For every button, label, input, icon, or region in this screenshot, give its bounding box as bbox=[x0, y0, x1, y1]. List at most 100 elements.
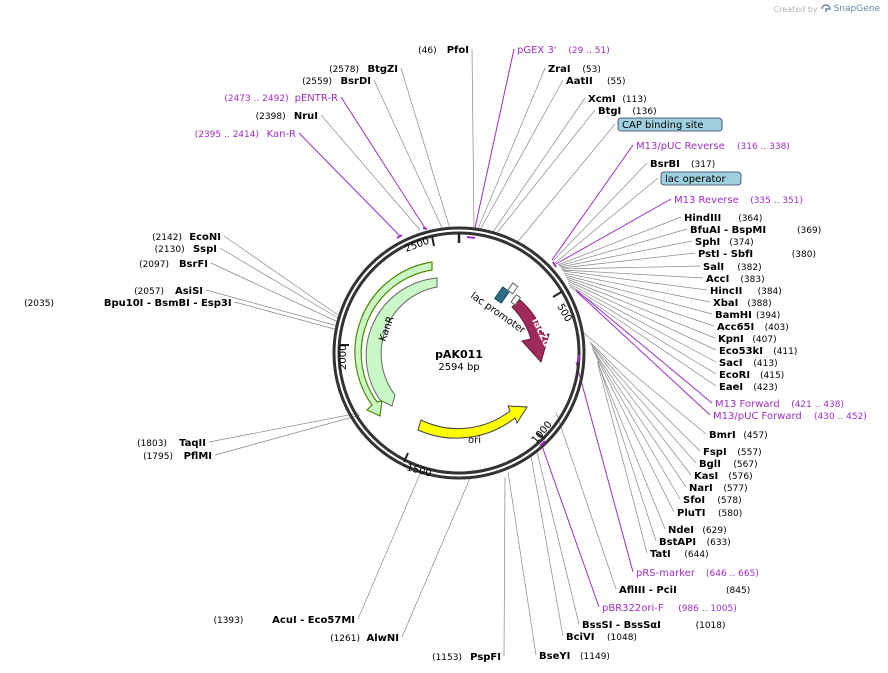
label-name: HindIII bbox=[684, 213, 721, 224]
label-name: FspI bbox=[703, 447, 727, 458]
label-name: M13/pUC Forward bbox=[713, 411, 802, 422]
enzyme-label-xcmi[interactable]: (113)XcmI bbox=[588, 94, 647, 105]
leader-line-bgli bbox=[590, 343, 697, 464]
enzyme-label-pspfi[interactable]: (1153)PspFI bbox=[432, 652, 501, 663]
enzyme-label-bfuai-bspmi[interactable]: (369)BfuAI - BspMI bbox=[690, 225, 821, 236]
enzyme-label-btgi[interactable]: (136)BtgI bbox=[598, 106, 657, 117]
primer-label-kan-r[interactable]: (2395 .. 2414)Kan-R bbox=[195, 129, 296, 140]
label-position: (845) bbox=[726, 586, 750, 596]
leader-line-acc65i bbox=[565, 276, 715, 327]
primer-label-m13-puc-reverse[interactable]: (316 .. 338)M13/pUC Reverse bbox=[636, 141, 790, 152]
enzyme-label-hincii[interactable]: (384)HincII bbox=[710, 286, 782, 297]
label-name: BamHI bbox=[715, 310, 752, 321]
primer-mark-pentr bbox=[422, 227, 428, 230]
label-position: (2142) bbox=[152, 233, 182, 243]
feature-label-cap-binding-site[interactable]: CAP binding site bbox=[617, 117, 723, 132]
enzyme-label-bmri[interactable]: (457)BmrI bbox=[709, 430, 768, 441]
label-position: (578) bbox=[717, 496, 741, 506]
enzyme-label-ecori[interactable]: (415)EcoRI bbox=[719, 370, 784, 381]
enzyme-label-hindiii[interactable]: (364)HindIII bbox=[684, 213, 762, 224]
enzyme-label-bgli[interactable]: (567)BglI bbox=[699, 459, 758, 470]
enzyme-label-alwni[interactable]: (1261)AlwNI bbox=[330, 633, 399, 644]
enzyme-label-bamhi[interactable]: (394)BamHI bbox=[715, 310, 780, 321]
enzyme-label-fspi[interactable]: (557)FspI bbox=[703, 447, 762, 458]
label-position: (576) bbox=[728, 472, 752, 482]
enzyme-label-sphi[interactable]: (374)SphI bbox=[695, 237, 754, 248]
enzyme-label-kpni[interactable]: (407)KpnI bbox=[718, 334, 777, 345]
label-name: BtgZI bbox=[367, 64, 398, 75]
enzyme-label-acc65i[interactable]: (403)Acc65I bbox=[717, 322, 789, 333]
label-name: BssSI - BssSαI bbox=[582, 620, 661, 631]
enzyme-label-sfoi[interactable]: (578)SfoI bbox=[683, 495, 742, 506]
enzyme-label-pluti[interactable]: (580)PluTI bbox=[677, 508, 742, 519]
enzyme-label-zrai[interactable]: (53)ZraI bbox=[548, 64, 601, 75]
leader-line-bsrdi bbox=[373, 79, 444, 231]
enzyme-label-econi[interactable]: (2142)EcoNI bbox=[152, 232, 221, 243]
enzyme-label-sali[interactable]: (382)SalI bbox=[703, 262, 762, 273]
lac-operator-mark bbox=[510, 294, 522, 306]
primer-label-m13-reverse[interactable]: (335 .. 351)M13 Reverse bbox=[674, 195, 803, 206]
label-name: SalI bbox=[703, 262, 724, 273]
enzyme-label-nrui[interactable]: (2398)NruI bbox=[256, 111, 318, 122]
primer-label-prs-marker[interactable]: (646 .. 665)pRS-marker bbox=[636, 568, 759, 579]
primer-label-m13-forward[interactable]: (421 .. 438)M13 Forward bbox=[715, 399, 844, 410]
primer-label-pbr322ori-f[interactable]: (986 .. 1005)pBR322ori-F bbox=[602, 603, 737, 614]
label-name: XcmI bbox=[588, 94, 616, 105]
enzyme-label-tati[interactable]: (644)TatI bbox=[650, 549, 709, 560]
leader-line-pflmi bbox=[214, 414, 361, 456]
label-name: AsiSI bbox=[175, 286, 203, 297]
cap-site-mark bbox=[506, 282, 519, 295]
label-position: (629) bbox=[702, 526, 726, 536]
enzyme-label-afliii-pcii[interactable]: (845)AflIII - PciI bbox=[619, 585, 750, 596]
enzyme-label-kasi[interactable]: (576)KasI bbox=[694, 471, 753, 482]
lac-promoter-feature bbox=[494, 286, 510, 304]
leader-line-btgzi bbox=[400, 67, 451, 230]
enzyme-label-bsrbi[interactable]: (317)BsrBI bbox=[650, 159, 715, 170]
enzyme-label-xbai[interactable]: (388)XbaI bbox=[713, 298, 772, 309]
enzyme-label-bsrfi[interactable]: (2097)BsrFI bbox=[139, 259, 208, 270]
enzyme-label-acui-eco57mi[interactable]: (1393)AcuI - Eco57MI bbox=[213, 615, 355, 626]
label-position: (2578) bbox=[329, 65, 359, 75]
label-position: (53) bbox=[582, 65, 600, 75]
enzyme-label-bcivi[interactable]: (1048)BciVI bbox=[566, 632, 637, 643]
primer-label-pentr-r[interactable]: (2473 .. 2492)pENTR-R bbox=[224, 93, 338, 104]
enzyme-label-btgzi[interactable]: (2578) BtgZI bbox=[329, 64, 398, 75]
enzyme-label-acci[interactable]: (383)AccI bbox=[706, 274, 765, 285]
feature-label-lac-operator[interactable]: lac operator bbox=[660, 171, 742, 186]
enzyme-label-bsrdi[interactable]: (2559)BsrDI bbox=[302, 76, 371, 87]
enzyme-label-nari[interactable]: (577)NarI bbox=[689, 483, 748, 494]
enzyme-label-bstapi[interactable]: (633)BstAPI bbox=[659, 537, 731, 548]
leader-line-acci bbox=[561, 269, 704, 279]
enzyme-label-aatii[interactable]: (55)AatII bbox=[566, 76, 625, 87]
enzyme-label-saci[interactable]: (413)SacI bbox=[719, 358, 778, 369]
enzyme-label-pfoi[interactable]: (46)PfoI bbox=[418, 45, 469, 56]
enzyme-label-bpu10i-bsmbi-esp3i[interactable]: (2035)Bpu10I - BsmBI - Esp3I bbox=[24, 298, 232, 309]
primer-label-m13-puc-forward[interactable]: (430 .. 452)M13/pUC Forward bbox=[713, 411, 867, 422]
label-name: pBR322ori-F bbox=[602, 603, 664, 614]
credit: Created by SnapGene bbox=[774, 2, 880, 16]
enzyme-label-bsssi-bsss-i[interactable]: (1018)BssSI - BssSαI bbox=[582, 620, 726, 631]
feature-label-box bbox=[660, 171, 742, 186]
primer-mark-pgex bbox=[466, 236, 476, 239]
enzyme-label-bseyi[interactable]: (1149)BseYI bbox=[539, 651, 610, 662]
enzyme-label-taqii[interactable]: (1803)TaqII bbox=[137, 438, 206, 449]
enzyme-label-eaei[interactable]: (423)EaeI bbox=[719, 382, 778, 393]
label-name: SacI bbox=[719, 358, 743, 369]
enzyme-label-pflmi[interactable]: (1795)PflMI bbox=[143, 451, 212, 462]
label-name: Eco53kI bbox=[719, 346, 763, 357]
label-name: SphI bbox=[695, 237, 720, 248]
label-name: XbaI bbox=[713, 298, 738, 309]
enzyme-label-eco53ki[interactable]: (411)Eco53kI bbox=[719, 346, 797, 357]
leader-line-bcivi bbox=[530, 455, 564, 637]
created-by-text: Created by bbox=[773, 4, 818, 14]
leader-line-pentr-r bbox=[340, 96, 426, 229]
tick-mark-1500 bbox=[403, 452, 409, 463]
enzyme-label-asisi[interactable]: (2057)AsiSI bbox=[134, 286, 203, 297]
label-name: BsrDI bbox=[340, 76, 371, 87]
enzyme-label-sspi[interactable]: (2130)SspI bbox=[155, 244, 217, 255]
enzyme-label-ndei[interactable]: (629)NdeI bbox=[668, 525, 727, 536]
label-position: (1795) bbox=[143, 452, 173, 462]
label-name: AlwNI bbox=[367, 633, 400, 644]
enzyme-label-psti-sbfi[interactable]: (380)PstI - SbfI bbox=[698, 249, 816, 260]
primer-label-pgex-3[interactable]: (29 .. 51)pGEX 3' bbox=[517, 45, 610, 56]
